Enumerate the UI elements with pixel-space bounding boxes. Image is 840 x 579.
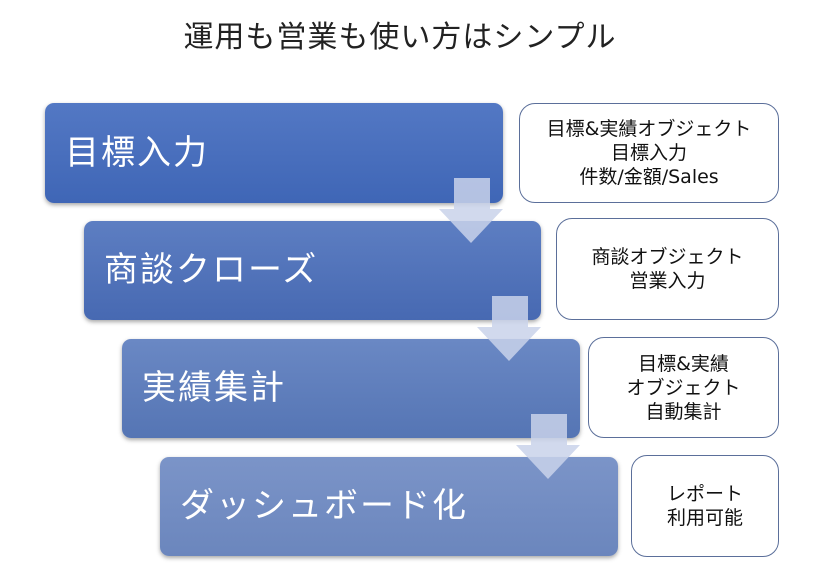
callout-goal-input: 目標&実績オブジェクト 目標入力 件数/金額/Sales [519,103,779,203]
callout-line: 商談オブジェクト [591,246,744,268]
callout-deal-close: 商談オブジェクト 営業入力 [556,218,779,320]
callout-line: レポート [666,483,743,505]
step-label: ダッシュボード化 [180,486,468,526]
step-dashboard: ダッシュボード化 [160,457,618,556]
callout-line: 利用可能 [666,507,743,529]
callout-line: 目標&実績 [638,352,729,375]
down-arrow-icon [477,296,541,361]
step-deal-close: 商談クローズ [84,221,541,320]
down-arrow-icon [439,178,503,243]
callout-dashboard: レポート 利用可能 [631,455,779,557]
callout-results-aggregation: 目標&実績 オブジェクト 自動集計 [588,337,779,438]
callout-line: 自動集計 [645,400,722,423]
slide-title: 運用も営業も使い方はシンプル [183,20,617,55]
step-label: 実績集計 [142,368,286,408]
step-results-aggregation: 実績集計 [122,339,580,438]
callout-line: 営業入力 [629,270,706,292]
step-label: 目標入力 [65,132,209,173]
callout-line: 目標入力 [610,142,687,164]
step-label: 商談クローズ [104,250,319,290]
step-goal-input: 目標入力 [45,103,503,203]
down-arrow-icon [516,414,580,479]
callout-line: 目標&実績オブジェクト [546,118,752,140]
callout-line: 件数/金額/Sales [579,166,719,188]
callout-line: オブジェクト [626,376,741,399]
